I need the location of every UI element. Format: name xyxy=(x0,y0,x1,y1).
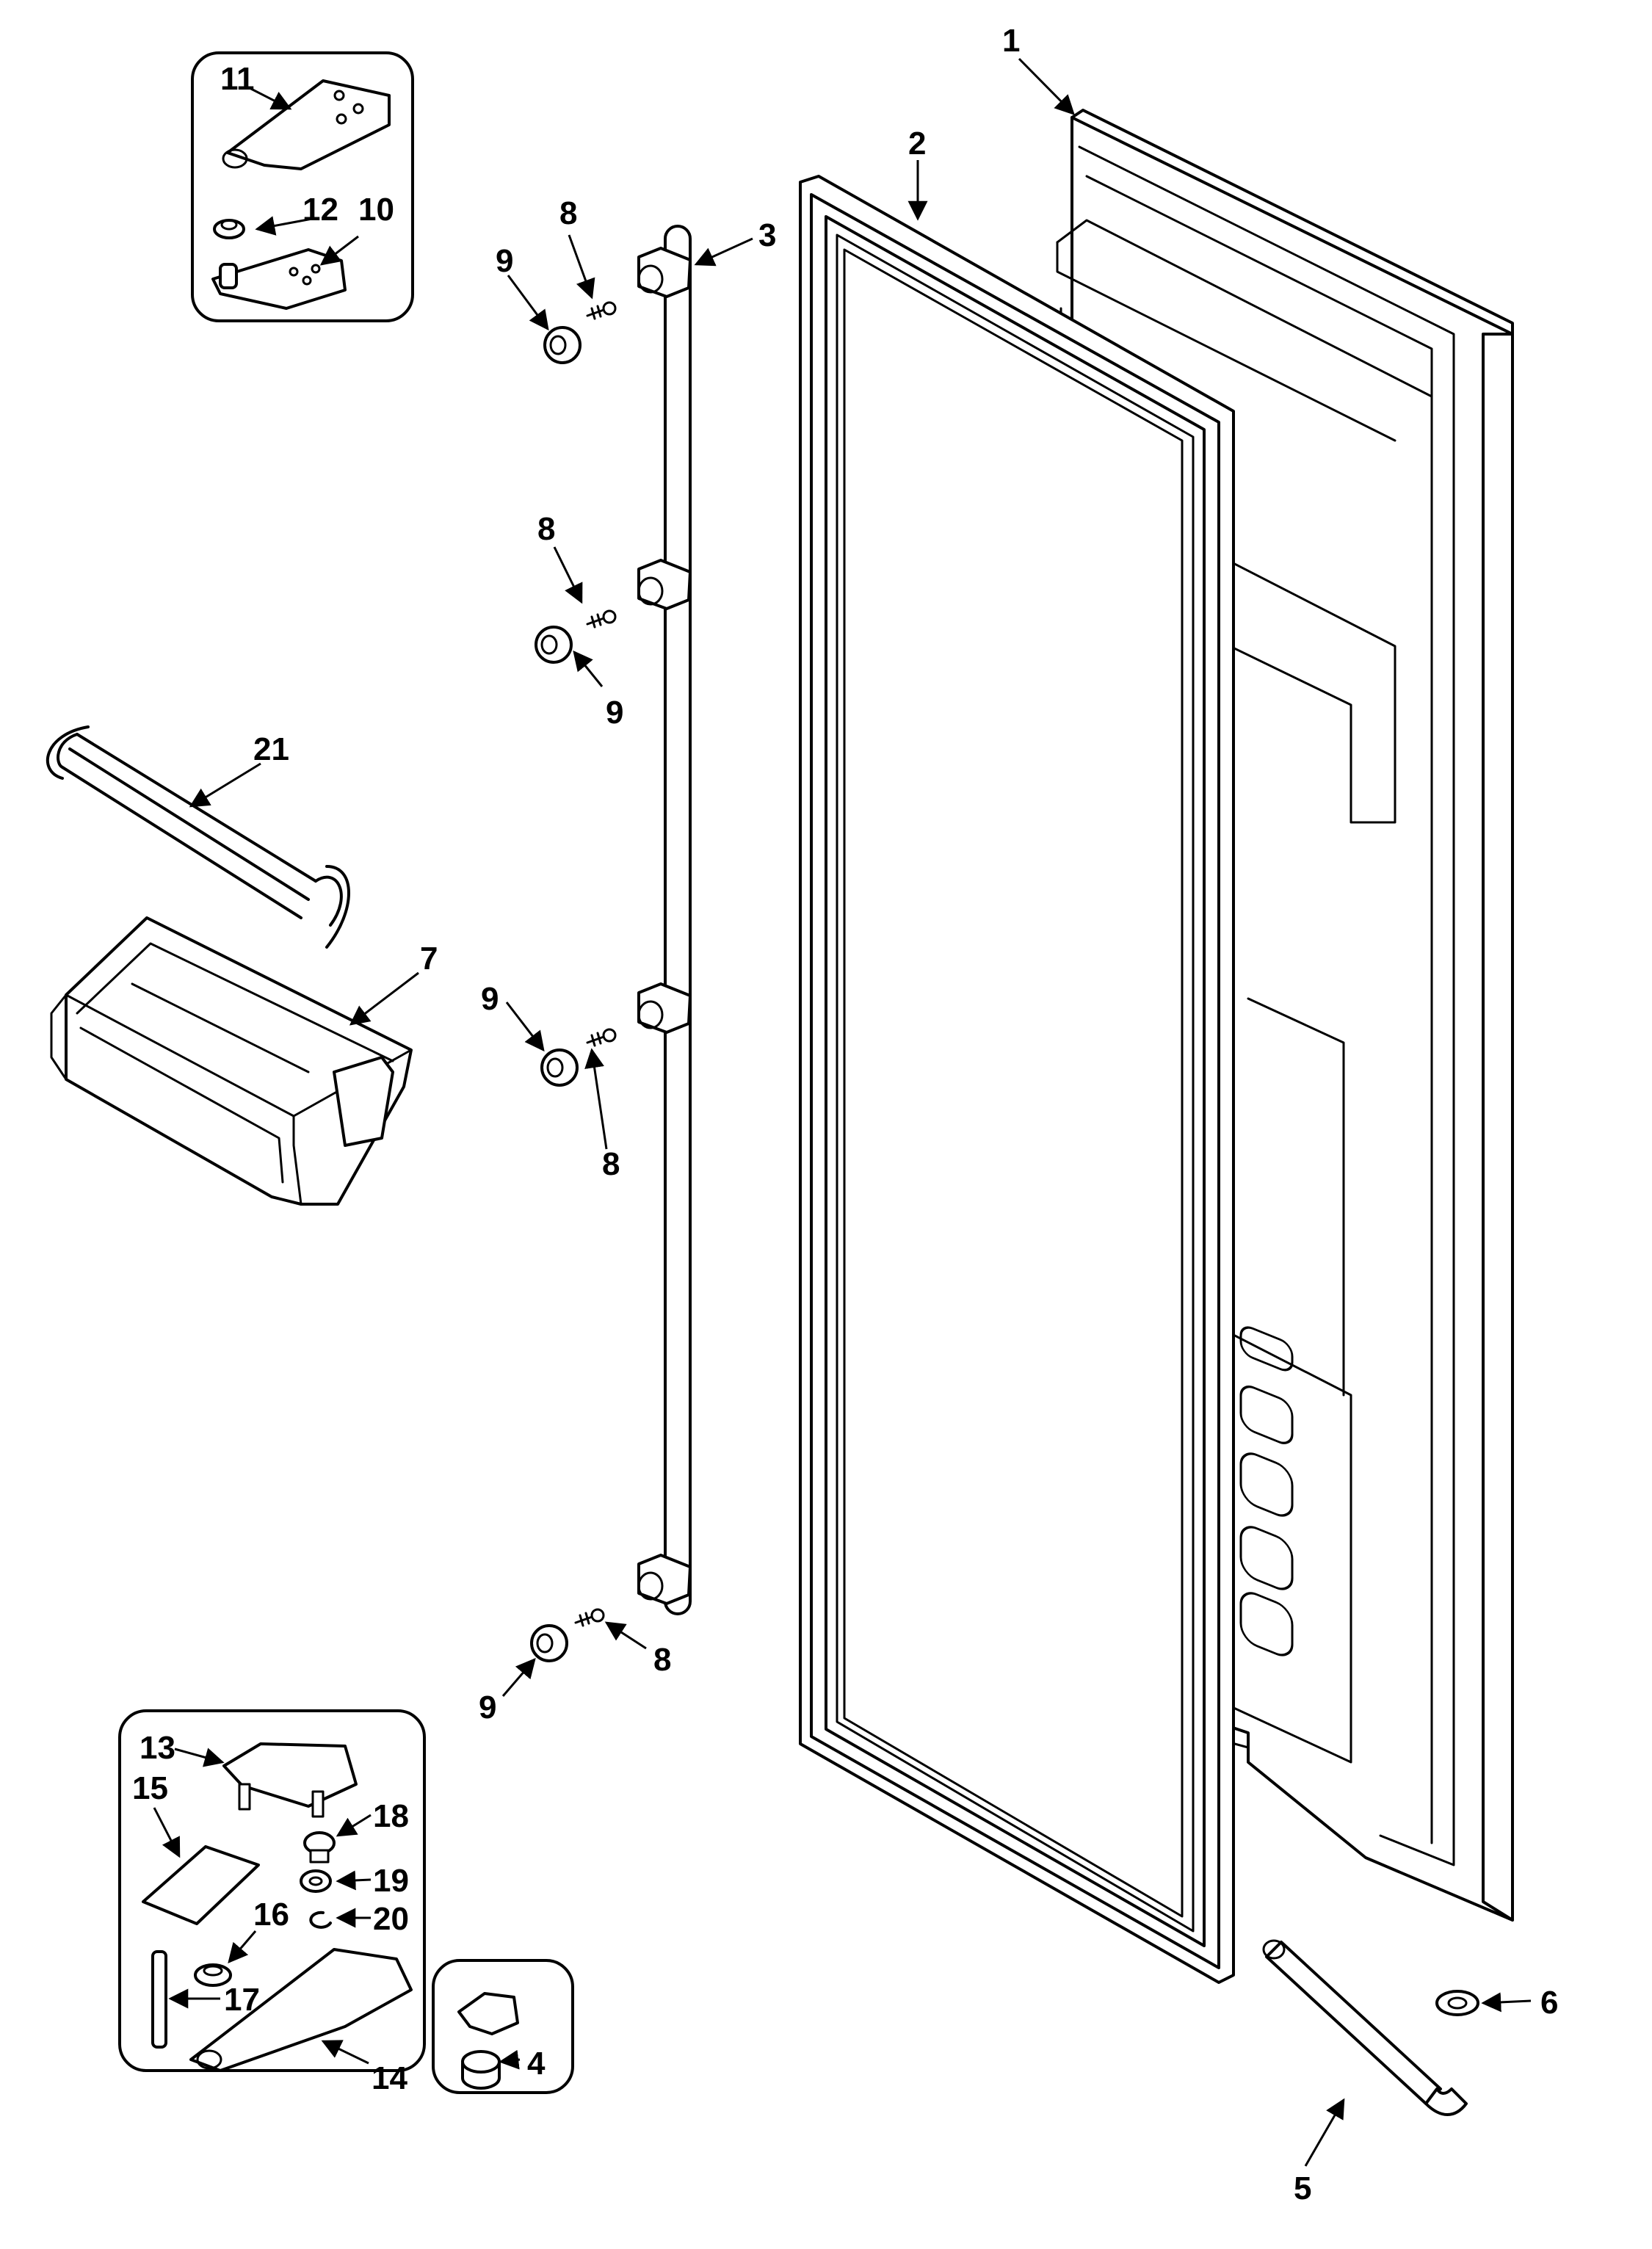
callout-13: 13 xyxy=(140,1730,175,1766)
callout-19: 19 xyxy=(373,1863,409,1899)
tube-grommet xyxy=(1435,1990,1479,2016)
screw-icon xyxy=(586,609,617,629)
callout-15: 15 xyxy=(132,1770,168,1806)
hinge-pin-plate xyxy=(211,248,347,310)
callout-4: 4 xyxy=(527,2046,546,2082)
callout-8-third: 8 xyxy=(602,1146,620,1182)
bottom-hinge-bracket xyxy=(222,1742,358,1818)
door-bin xyxy=(50,916,413,1206)
handle-mount xyxy=(637,1554,692,1605)
inset-bottom-hinge xyxy=(118,1709,426,2072)
screw-icon xyxy=(586,1028,617,1047)
callout-labels: 1 2 3 8 9 8 9 9 8 8 9 7 21 11 12 10 13 1… xyxy=(132,23,1558,2206)
water-tube xyxy=(1262,1939,1468,2116)
callout-9-third: 9 xyxy=(481,981,499,1017)
callout-9-second: 9 xyxy=(606,695,623,731)
washer-icon xyxy=(300,1869,332,1893)
handle-mount xyxy=(637,247,692,298)
top-hinge-bracket xyxy=(222,79,391,170)
callout-11: 11 xyxy=(220,61,255,97)
screw-icon xyxy=(574,1608,605,1627)
spacer-icon xyxy=(535,626,573,664)
callout-7: 7 xyxy=(420,941,438,977)
callout-1: 1 xyxy=(1002,23,1020,59)
door-stop-clip xyxy=(457,1992,519,2035)
callout-2: 2 xyxy=(908,126,926,162)
roller-icon xyxy=(194,1963,232,1987)
callout-8-bottom: 8 xyxy=(653,1642,671,1678)
callout-12: 12 xyxy=(302,192,338,228)
handle-mount xyxy=(637,982,692,1034)
bottom-hinge-arm xyxy=(189,1948,413,2072)
callout-9-bottom: 9 xyxy=(479,1690,496,1725)
hinge-bushing xyxy=(213,219,245,239)
leader-lines xyxy=(153,57,1532,2167)
hinge-shim-plate xyxy=(142,1845,260,1925)
handle-rod xyxy=(637,225,692,1615)
callout-20: 20 xyxy=(373,1901,409,1937)
spacer-icon xyxy=(530,1624,568,1662)
spacer-icon xyxy=(540,1049,579,1087)
callout-6: 6 xyxy=(1540,1985,1558,2021)
callout-8-top: 8 xyxy=(559,195,577,231)
callout-5: 5 xyxy=(1294,2170,1311,2206)
callout-18: 18 xyxy=(373,1798,409,1834)
callout-16: 16 xyxy=(253,1897,289,1933)
callout-3: 3 xyxy=(758,217,776,253)
callout-8-second: 8 xyxy=(537,511,555,547)
handle-mount xyxy=(637,559,692,610)
door-shelf-rail xyxy=(46,725,350,949)
callout-14: 14 xyxy=(372,2060,407,2096)
callout-17: 17 xyxy=(224,1982,260,2018)
screw-icon xyxy=(586,301,617,320)
inset-part-4 xyxy=(432,1959,574,2094)
door-stop-plug xyxy=(461,2050,501,2090)
callout-10: 10 xyxy=(358,192,394,228)
callout-9-top: 9 xyxy=(496,243,513,279)
spacer-icon xyxy=(543,326,582,364)
clip-ring-icon xyxy=(309,1911,332,1929)
callout-21: 21 xyxy=(253,731,289,767)
inset-top-hinge xyxy=(191,51,414,322)
bushing-icon xyxy=(303,1831,336,1864)
door-gasket xyxy=(799,175,1235,1984)
hinge-pin xyxy=(151,1950,167,2049)
